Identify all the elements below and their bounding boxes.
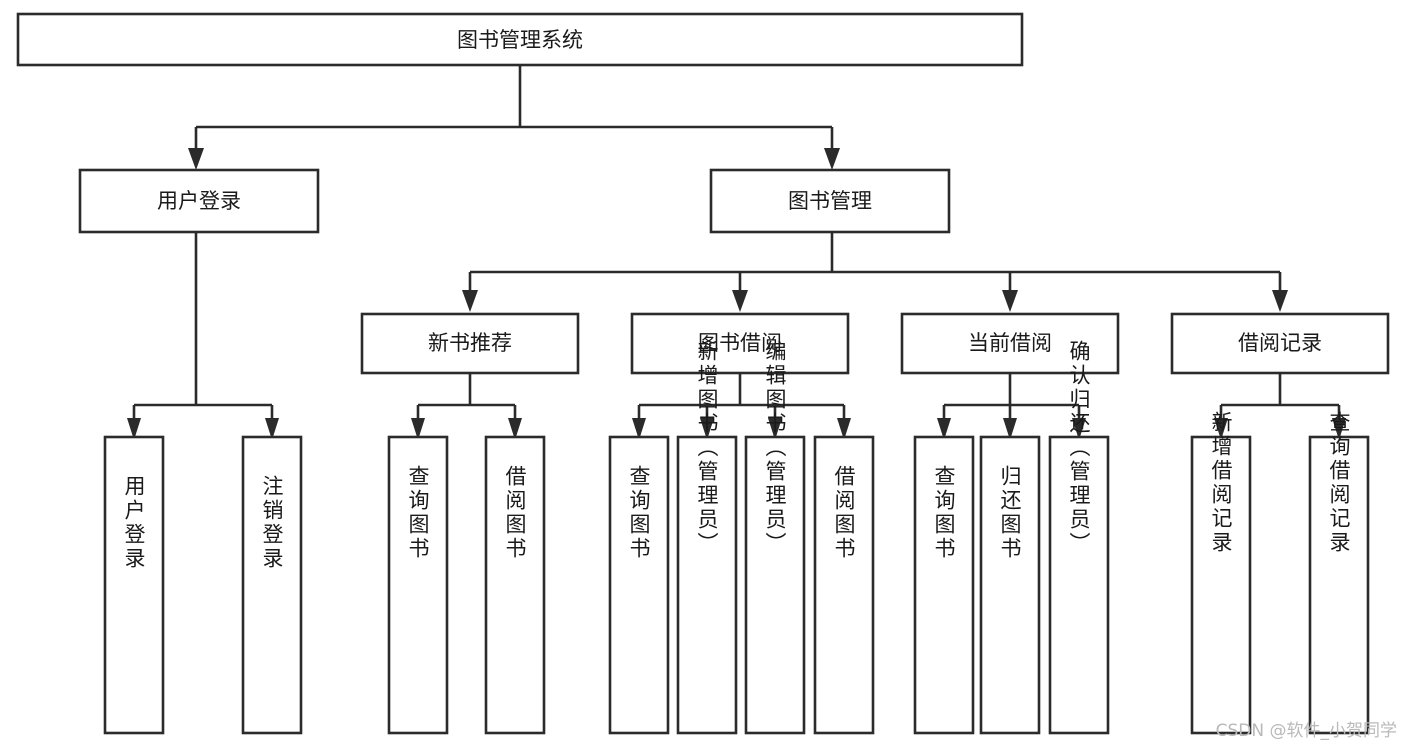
node-leaf-add-record-label: 新增借阅记录 [1209, 411, 1233, 555]
arrowhead-leaf-logout [265, 418, 279, 440]
node-current-borrow[interactable]: 当前借阅 [900, 312, 1120, 375]
node-leaf-borrow-book-1-box[interactable] [484, 435, 546, 735]
node-leaf-add-record-box[interactable] [1190, 435, 1252, 735]
node-book-management-box[interactable] [709, 168, 951, 234]
arrowhead-book-borrow [732, 290, 748, 312]
connector-group-root [188, 65, 840, 170]
node-book-borrow[interactable]: 图书借阅 [630, 312, 850, 375]
node-leaf-borrow-book-1[interactable]: 借阅图书 [484, 435, 546, 735]
node-leaf-user-login-label: 用户登录 [122, 475, 146, 571]
node-book-borrow-box[interactable] [630, 312, 850, 375]
connector-group-new-book-recommend [411, 373, 522, 440]
node-leaf-query-book-3[interactable]: 查询图书 [913, 435, 975, 735]
node-leaf-return-book-box[interactable] [979, 435, 1041, 735]
node-leaf-logout-login-label: 注销登录 [260, 475, 284, 571]
node-leaf-borrow-book-2-box[interactable] [813, 435, 875, 735]
arrowhead-leaf-add-book [700, 418, 714, 440]
node-leaf-logout-login-box[interactable] [241, 435, 303, 735]
connector-group-book-borrow [632, 373, 851, 440]
node-leaf-query-record-label: 查询借阅记录 [1327, 411, 1351, 555]
arrowhead-book-management [824, 148, 840, 170]
arrowhead-leaf-borrow-book-1 [508, 418, 522, 440]
node-leaf-return-book[interactable]: 归还图书 [979, 435, 1041, 735]
node-leaf-confirm-return-box[interactable] [1048, 435, 1110, 735]
node-leaf-query-book-1[interactable]: 查询图书 [387, 435, 449, 735]
arrowhead-leaf-user-login [127, 418, 141, 440]
node-borrow-record-label: 借阅记录 [1238, 331, 1322, 355]
connector-group-book-management [462, 232, 1288, 312]
node-current-borrow-box[interactable] [900, 312, 1120, 375]
node-leaf-add-book-box[interactable] [676, 435, 738, 735]
arrowhead-leaf-return-book [1003, 418, 1017, 440]
node-leaf-borrow-book-2[interactable]: 借阅图书 [813, 435, 875, 735]
node-leaf-query-book-1-box[interactable] [387, 435, 449, 735]
arrowhead-leaf-query-record [1332, 418, 1346, 440]
node-book-management[interactable]: 图书管理 [709, 168, 951, 234]
node-leaf-query-book-1-label: 查询图书 [406, 465, 430, 561]
node-leaf-user-login-box[interactable] [103, 435, 165, 735]
node-leaf-edit-book-box[interactable] [744, 435, 806, 735]
node-leaf-user-login[interactable]: 用户登录 [103, 435, 165, 735]
node-leaf-edit-book[interactable]: 编辑图书（管理员） [744, 340, 806, 735]
arrowhead-leaf-add-record [1214, 418, 1228, 440]
node-leaf-query-record[interactable]: 查询借阅记录 [1308, 411, 1370, 735]
node-leaf-add-book-label: 新增图书（管理员） [695, 340, 719, 556]
node-leaf-add-book[interactable]: 新增图书（管理员） [676, 340, 738, 735]
node-new-book-recommend[interactable]: 新书推荐 [360, 312, 580, 375]
node-leaf-borrow-book-2-label: 借阅图书 [832, 465, 856, 561]
node-leaf-add-record[interactable]: 新增借阅记录 [1190, 411, 1252, 735]
node-leaf-return-book-label: 归还图书 [998, 465, 1022, 561]
node-leaf-borrow-book-1-label: 借阅图书 [503, 465, 527, 561]
node-leaf-query-book-2-box[interactable] [608, 435, 670, 735]
arrowhead-leaf-confirm-return [1072, 418, 1086, 440]
arrowhead-leaf-borrow-book-2 [837, 418, 851, 440]
node-leaf-query-book-2-label: 查询图书 [627, 465, 651, 561]
node-book-borrow-label: 图书借阅 [698, 331, 782, 355]
node-leaf-confirm-return[interactable]: 确认归还（管理员） [1048, 340, 1110, 735]
node-root-box[interactable] [16, 12, 1024, 67]
node-user-login-label: 用户登录 [157, 189, 241, 213]
node-current-borrow-label: 当前借阅 [968, 331, 1052, 355]
node-new-book-recommend-box[interactable] [360, 312, 580, 375]
connector-group-user-login [127, 232, 279, 440]
node-user-login-box[interactable] [78, 168, 320, 234]
node-user-login[interactable]: 用户登录 [78, 168, 320, 234]
arrowhead-leaf-query-book-1 [411, 418, 425, 440]
node-leaf-query-book-3-label: 查询图书 [932, 465, 956, 561]
node-leaf-edit-book-label: 编辑图书（管理员） [763, 340, 787, 556]
arrowhead-leaf-query-book-3 [937, 418, 951, 440]
arrowhead-user-login [188, 148, 204, 170]
node-root[interactable]: 图书管理系统 [16, 12, 1024, 67]
arrowhead-leaf-edit-book [768, 418, 782, 440]
node-borrow-record[interactable]: 借阅记录 [1170, 312, 1390, 375]
node-leaf-query-record-box[interactable] [1308, 435, 1370, 735]
node-root-label: 图书管理系统 [457, 28, 583, 52]
arrowhead-new-book-recommend [462, 290, 478, 312]
arrowhead-borrow-record [1272, 290, 1288, 312]
node-leaf-query-book-3-box[interactable] [913, 435, 975, 735]
node-book-management-label: 图书管理 [788, 189, 872, 213]
arrowhead-current-borrow [1002, 290, 1018, 312]
node-leaf-confirm-return-label: 确认归还（管理员） [1067, 340, 1091, 556]
arrowhead-leaf-query-book-2 [632, 418, 646, 440]
connector-group-borrow-record [1214, 373, 1346, 440]
node-leaf-logout-login[interactable]: 注销登录 [241, 435, 303, 735]
node-new-book-recommend-label: 新书推荐 [428, 331, 512, 355]
node-borrow-record-box[interactable] [1170, 312, 1390, 375]
node-leaf-query-book-2[interactable]: 查询图书 [608, 435, 670, 735]
connector-group-current-borrow [937, 373, 1086, 440]
